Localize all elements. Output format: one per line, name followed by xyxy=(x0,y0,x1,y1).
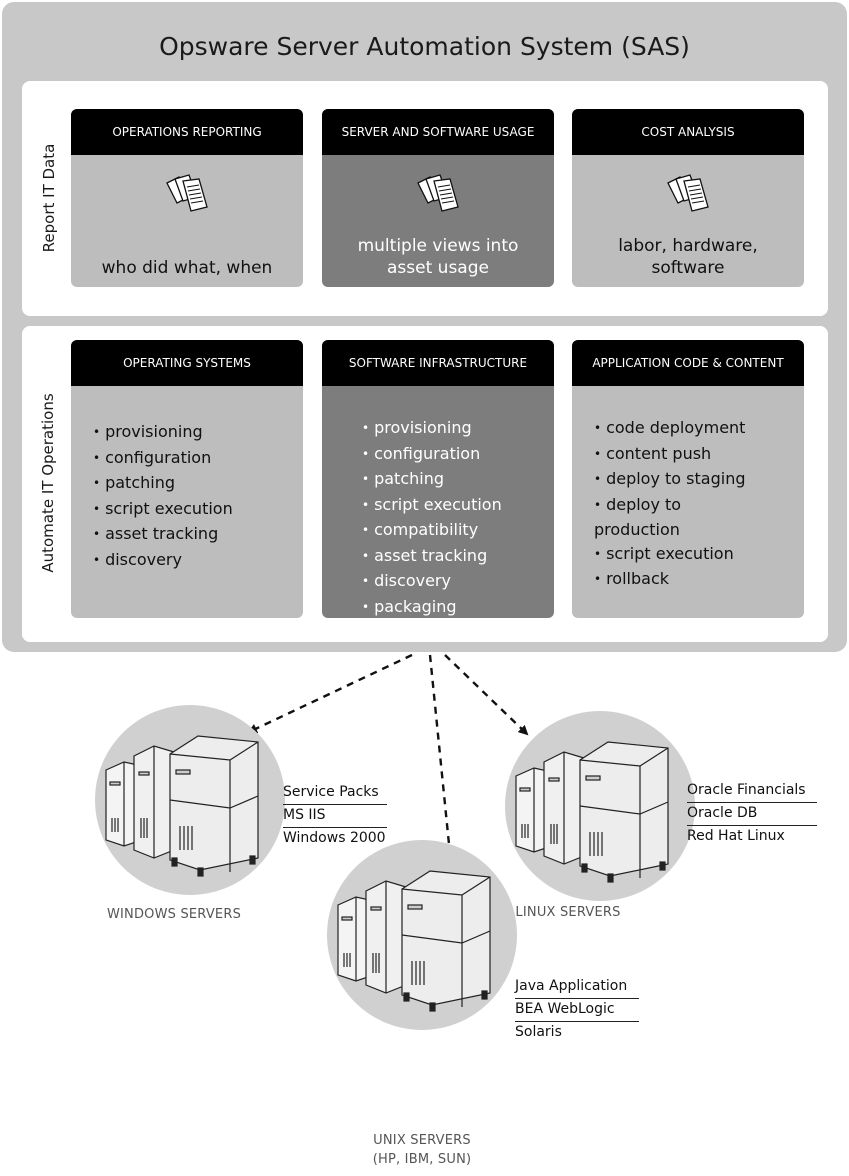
list-item: configuration xyxy=(362,442,502,468)
software-item: Oracle DB xyxy=(687,803,817,826)
card-header: OPERATIONS REPORTING xyxy=(71,109,303,155)
windows-servers-label: WINDOWS SERVERS xyxy=(106,907,242,922)
card-body: multiple views into asset usage xyxy=(357,236,519,278)
software-item: Service Packs xyxy=(283,782,387,805)
card-software-infrastructure: SOFTWARE INFRASTRUCTURE provisioning con… xyxy=(322,340,554,618)
documents-icon xyxy=(667,174,709,212)
card-body: labor, hardware, software xyxy=(618,236,758,278)
capability-list: provisioning configuration patching scri… xyxy=(93,420,233,573)
card-server-software-usage: SERVER AND SOFTWARE USAGE multiple views… xyxy=(322,109,554,287)
linux-software-stack: Oracle Financials Oracle DB Red Hat Linu… xyxy=(687,780,817,848)
list-item: compatibility xyxy=(362,518,502,544)
list-item: script execution xyxy=(93,497,233,523)
automate-it-operations-panel: Automate IT Operations OPERATING SYSTEMS… xyxy=(22,326,828,642)
unix-servers-illustration xyxy=(327,840,517,1030)
documents-icon xyxy=(166,174,208,212)
windows-servers-illustration xyxy=(95,705,285,895)
documents-icon xyxy=(417,174,459,212)
card-header: APPLICATION CODE & CONTENT xyxy=(572,340,804,386)
list-item: patching xyxy=(362,467,502,493)
unix-software-stack: Java Application BEA WebLogic Solaris xyxy=(515,976,639,1044)
card-header: COST ANALYSIS xyxy=(572,109,804,155)
list-item: packaging xyxy=(362,595,502,619)
report-it-data-panel: Report IT Data OPERATIONS REPORTING who … xyxy=(22,81,828,316)
list-item: provisioning xyxy=(93,420,233,446)
windows-software-stack: Service Packs MS IIS Windows 2000 xyxy=(283,782,387,850)
arrow-to-unix xyxy=(428,654,461,916)
list-item: discovery xyxy=(362,569,502,595)
arrow-to-windows xyxy=(247,653,413,734)
card-header: SOFTWARE INFRASTRUCTURE xyxy=(322,340,554,386)
list-item: content push xyxy=(594,442,745,468)
list-item: code deployment xyxy=(594,416,745,442)
list-item: deploy to staging xyxy=(594,467,745,493)
sas-container: Opsware Server Automation System (SAS) R… xyxy=(2,2,847,652)
list-item: discovery xyxy=(93,548,233,574)
list-item: patching xyxy=(93,471,233,497)
capability-list: provisioning configuration patching scri… xyxy=(362,416,502,618)
arrow-to-linux xyxy=(444,654,529,736)
card-body: who did what, when xyxy=(101,258,273,278)
software-item: Oracle Financials xyxy=(687,780,817,803)
software-item: BEA WebLogic xyxy=(515,999,639,1022)
unix-servers-label: UNIX SERVERS xyxy=(373,1133,471,1148)
software-item: Solaris xyxy=(515,1024,562,1040)
list-item: configuration xyxy=(93,446,233,472)
list-item: asset tracking xyxy=(362,544,502,570)
software-item: Java Application xyxy=(515,976,639,999)
card-operating-systems: OPERATING SYSTEMS provisioning configura… xyxy=(71,340,303,618)
list-item: rollback xyxy=(594,567,745,593)
linux-servers-illustration xyxy=(505,711,695,901)
list-item: provisioning xyxy=(362,416,502,442)
list-item: asset tracking xyxy=(93,522,233,548)
diagram-title: Opsware Server Automation System (SAS) xyxy=(159,32,690,61)
unix-servers-sublabel: (HP, IBM, SUN) xyxy=(372,1152,472,1167)
card-header: SERVER AND SOFTWARE USAGE xyxy=(322,109,554,155)
list-item: script execution xyxy=(362,493,502,519)
linux-servers-label: LINUX SERVERS xyxy=(515,905,621,920)
card-operations-reporting: OPERATIONS REPORTING who did what, when xyxy=(71,109,303,287)
card-header: OPERATING SYSTEMS xyxy=(71,340,303,386)
list-item: script execution xyxy=(594,542,745,568)
capability-list: code deployment content push deploy to s… xyxy=(594,416,745,593)
software-item: Red Hat Linux xyxy=(687,828,785,844)
card-application-code-content: APPLICATION CODE & CONTENT code deployme… xyxy=(572,340,804,618)
list-item: deploy to production xyxy=(594,493,734,542)
card-cost-analysis: COST ANALYSIS labor, hardware, software xyxy=(572,109,804,287)
software-item: MS IIS xyxy=(283,805,387,828)
software-item: Windows 2000 xyxy=(283,830,386,846)
